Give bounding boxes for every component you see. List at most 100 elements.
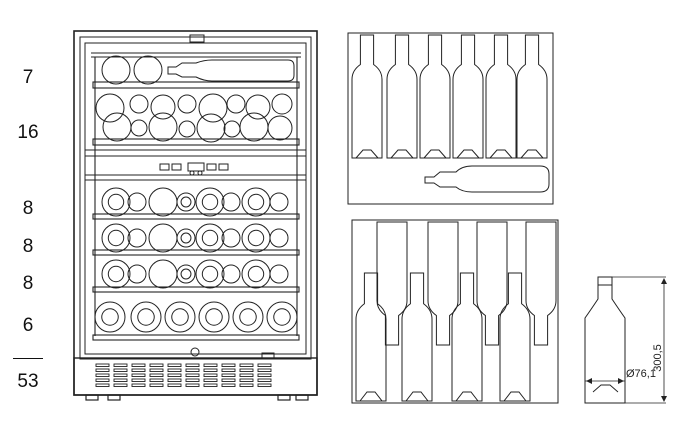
indicator-dot <box>189 170 195 176</box>
vent-slot <box>203 363 218 367</box>
vent-slot <box>185 373 200 377</box>
bottle-end <box>221 264 241 284</box>
bottle-punt <box>520 149 544 159</box>
vent-slot <box>113 378 128 382</box>
bottle-end-inner <box>180 268 192 280</box>
bottle-end <box>164 301 196 333</box>
bottle-punt <box>390 149 414 159</box>
bottle-end <box>133 55 163 85</box>
upright-bottle <box>485 34 517 159</box>
shelf-count-4: 8 <box>22 236 34 257</box>
control-panel <box>84 149 307 181</box>
bottle-end <box>127 264 147 284</box>
shelf-count-1: 7 <box>22 67 34 88</box>
bottle-end <box>195 259 225 289</box>
vent-slot <box>203 373 218 377</box>
glass-door <box>84 42 307 355</box>
shelf-count-2: 16 <box>17 122 39 143</box>
bottle-dimension-view: 300,5 Ø76,1 <box>584 276 667 404</box>
panel-frame <box>347 32 554 205</box>
bottle-end-inner <box>137 308 155 326</box>
vent-slot <box>239 378 254 382</box>
shelf-rails <box>91 52 301 341</box>
vent-slot <box>239 368 254 372</box>
bottle-end-inner <box>201 193 219 211</box>
control-button <box>218 163 229 171</box>
bottle-end-inner <box>247 265 265 283</box>
vent-slot <box>167 373 182 377</box>
bottle-end-inner <box>205 308 223 326</box>
bottle-end <box>198 301 230 333</box>
vent-slot <box>113 363 128 367</box>
inverted-bottle <box>427 221 459 346</box>
vent-slot <box>113 383 128 387</box>
bottle-end <box>269 228 289 248</box>
upright-bottle <box>499 272 531 402</box>
bottle-punt <box>423 149 447 159</box>
bottle-end <box>101 259 131 289</box>
bottle-end <box>241 223 271 253</box>
staggered-bottles-panel <box>351 219 559 404</box>
bottle-end <box>148 112 178 142</box>
temperature-display <box>187 162 205 172</box>
bottle-end <box>176 228 196 248</box>
bottle-end <box>148 223 178 253</box>
cabinet-feet <box>85 394 309 401</box>
bottle-end <box>195 223 225 253</box>
bottle-end <box>239 112 269 142</box>
control-button <box>159 163 170 171</box>
upright-bottle <box>452 34 484 159</box>
bottle-end-inner <box>180 196 192 208</box>
bottle-end <box>226 94 246 114</box>
bottle-end <box>101 187 131 217</box>
vent-slot <box>185 378 200 382</box>
upright-bottle <box>386 34 418 159</box>
height-extension-lines <box>612 276 666 404</box>
indicator-dot <box>197 170 203 176</box>
vent-slot <box>257 383 272 387</box>
vent-slot <box>221 373 236 377</box>
inverted-bottle <box>525 221 557 346</box>
vent-slot <box>221 363 236 367</box>
vent-slot <box>239 383 254 387</box>
bottle-end <box>101 55 131 85</box>
vent-grille <box>73 347 318 396</box>
vent-slot <box>185 383 200 387</box>
bottle-end-inner <box>201 229 219 247</box>
vent-slot <box>95 378 110 382</box>
total-separator <box>13 358 43 359</box>
door-lock-icon <box>190 347 200 357</box>
bottle-punt <box>503 391 527 402</box>
vent-slot <box>185 368 200 372</box>
bottle-end <box>150 94 176 120</box>
bottle-end <box>241 259 271 289</box>
shelf-count-5: 8 <box>22 273 34 294</box>
bottle-end <box>241 187 271 217</box>
bottle-end-inner <box>107 193 125 211</box>
vent-slot <box>203 378 218 382</box>
bottle-end <box>267 115 293 141</box>
bottle-end <box>245 94 271 120</box>
bottle-punt <box>405 391 429 402</box>
vent-slot <box>131 368 146 372</box>
cooler-front-view <box>73 30 318 401</box>
bottle-punt <box>489 149 513 159</box>
bottle-end-inner <box>101 308 119 326</box>
bottle-end <box>129 94 149 114</box>
upright-bottle <box>351 34 383 159</box>
bottle-end-inner <box>239 308 257 326</box>
bottle-punt <box>455 391 479 402</box>
bottle-end <box>176 264 196 284</box>
vent-slot <box>113 368 128 372</box>
bottle-end <box>196 113 226 143</box>
shelf-count-3: 8 <box>22 198 34 219</box>
vent-slot <box>167 368 182 372</box>
vent-slot <box>113 373 128 377</box>
bottle-end-inner <box>273 308 291 326</box>
control-button <box>171 163 182 171</box>
cabinet-inner-frame <box>79 36 312 360</box>
vent-slot <box>131 373 146 377</box>
bottle-end <box>148 259 178 289</box>
vent-slot <box>131 383 146 387</box>
vent-slot <box>131 363 146 367</box>
